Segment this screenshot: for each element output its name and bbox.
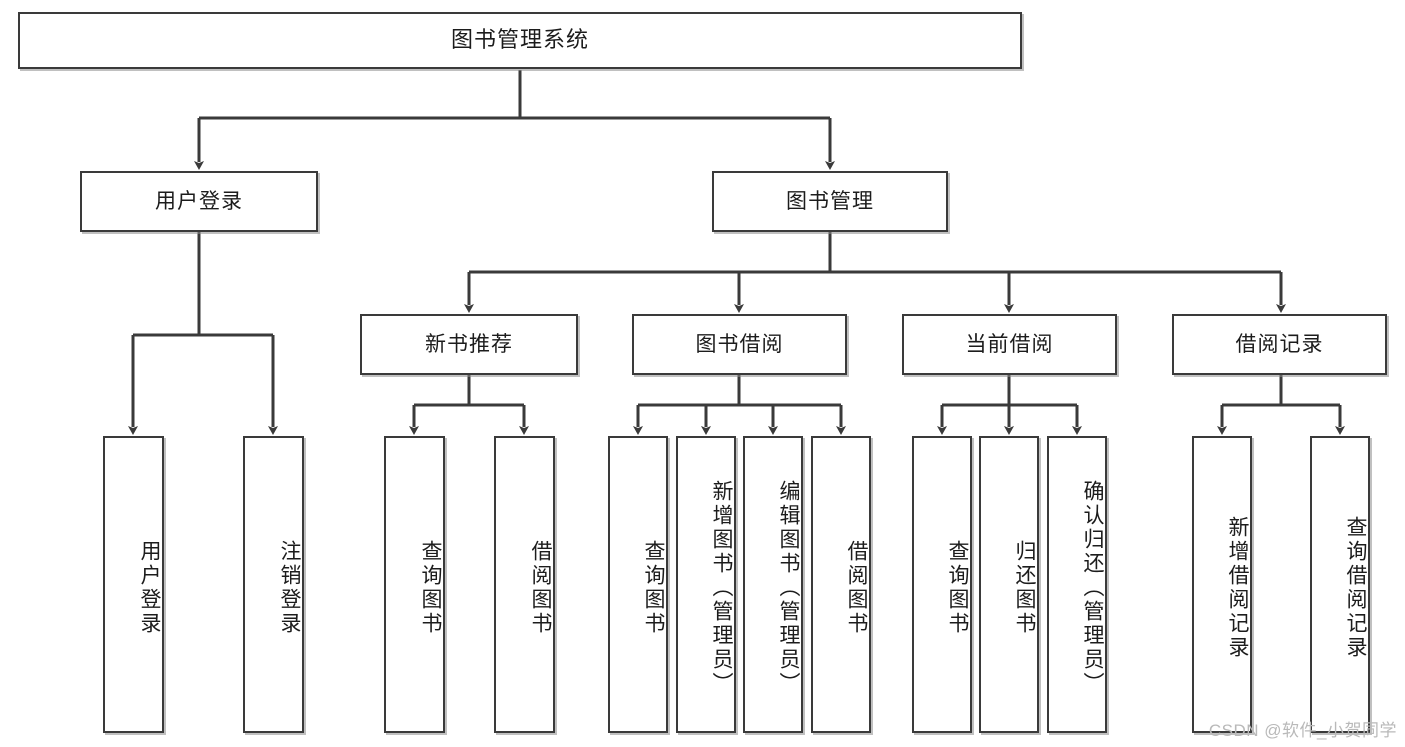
node-leaf-add-record[interactable]: 新增借阅记录 <box>1192 436 1252 733</box>
node-book-manage[interactable]: 图书管理 <box>712 171 948 232</box>
node-borrow-record[interactable]: 借阅记录 <box>1172 314 1387 375</box>
node-leaf-borrow-book-2-label: 借阅图书 <box>845 539 868 636</box>
node-book-manage-label: 图书管理 <box>786 189 874 213</box>
node-leaf-return-book-label: 归还图书 <box>1013 539 1036 636</box>
node-leaf-query-book-2[interactable]: 查询图书 <box>608 436 668 733</box>
node-current-borrow-label: 当前借阅 <box>965 332 1054 356</box>
node-new-book-recommend[interactable]: 新书推荐 <box>360 314 578 375</box>
node-leaf-edit-book[interactable]: 编辑图书（管理员） <box>743 436 803 733</box>
node-borrow-record-label: 借阅记录 <box>1235 332 1324 356</box>
node-book-borrow[interactable]: 图书借阅 <box>632 314 847 375</box>
node-leaf-user-login-label: 用户登录 <box>138 539 161 636</box>
node-leaf-query-book-1[interactable]: 查询图书 <box>384 436 445 733</box>
node-leaf-add-record-label: 新增借阅记录 <box>1226 515 1249 660</box>
node-book-borrow-label: 图书借阅 <box>695 332 784 356</box>
node-leaf-confirm-return[interactable]: 确认归还（管理员） <box>1047 436 1107 733</box>
node-leaf-query-record-label: 查询借阅记录 <box>1344 515 1367 660</box>
node-leaf-borrow-book-1-label: 借阅图书 <box>529 539 552 636</box>
node-leaf-query-record[interactable]: 查询借阅记录 <box>1310 436 1370 733</box>
node-leaf-query-book-2-label: 查询图书 <box>642 539 665 636</box>
node-root-label: 图书管理系统 <box>450 27 589 53</box>
node-leaf-add-book[interactable]: 新增图书（管理员） <box>676 436 736 733</box>
node-leaf-query-book-3-label: 查询图书 <box>946 539 969 636</box>
node-current-borrow[interactable]: 当前借阅 <box>902 314 1117 375</box>
node-leaf-add-book-label: 新增图书（管理员） <box>710 479 733 696</box>
node-leaf-query-book-3[interactable]: 查询图书 <box>912 436 972 733</box>
node-leaf-return-book[interactable]: 归还图书 <box>979 436 1039 733</box>
node-leaf-borrow-book-1[interactable]: 借阅图书 <box>494 436 555 733</box>
node-root[interactable]: 图书管理系统 <box>18 12 1022 69</box>
node-leaf-logout[interactable]: 注销登录 <box>243 436 304 733</box>
node-user-login-label: 用户登录 <box>155 189 243 213</box>
node-new-book-recommend-label: 新书推荐 <box>425 332 513 356</box>
node-leaf-user-login[interactable]: 用户登录 <box>103 436 164 733</box>
node-leaf-logout-label: 注销登录 <box>278 539 301 636</box>
node-leaf-confirm-return-label: 确认归还（管理员） <box>1081 479 1104 696</box>
node-leaf-edit-book-label: 编辑图书（管理员） <box>777 479 800 696</box>
node-leaf-borrow-book-2[interactable]: 借阅图书 <box>811 436 871 733</box>
node-leaf-query-book-1-label: 查询图书 <box>419 539 442 636</box>
node-user-login[interactable]: 用户登录 <box>80 171 318 232</box>
csdn-watermark: CSDN @软件_小贺同学 <box>1208 721 1397 740</box>
